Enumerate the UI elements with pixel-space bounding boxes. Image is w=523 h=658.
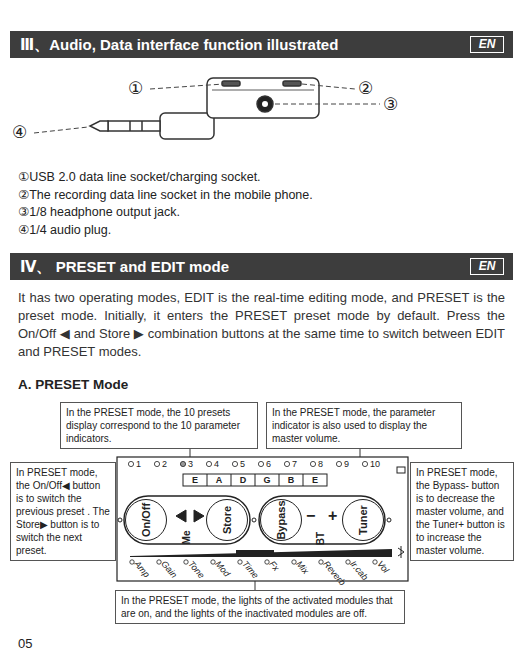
subheading: A. PRESET Mode: [18, 377, 128, 393]
node-text: On/Off: [140, 503, 152, 537]
node-text: Ⅲ、Audio, Data interface function illustr…: [20, 31, 513, 58]
legend-item: ②The recording data line socket in the m…: [18, 188, 313, 203]
callout-box: In the PRESET mode, the parameter indica…: [266, 402, 462, 449]
node-text: Ⅳ、 PRESET and EDIT mode: [20, 253, 513, 280]
button-circle: Tuner: [342, 499, 384, 541]
node-text: Tuner: [357, 505, 369, 535]
callout-box: In PRESET mode, the On/Off◀ button is to…: [10, 462, 116, 561]
panel-mark: Me: [181, 531, 192, 545]
plus-sign: +: [328, 508, 337, 524]
tuning-letter: B: [279, 475, 303, 486]
callout-box: In the PRESET mode, the 10 presets displ…: [60, 402, 258, 449]
node-text: In the PRESET mode, the 10 presets displ…: [66, 406, 252, 445]
module-name: Amp: [132, 559, 152, 580]
node-text: In the PRESET mode, the lights of the ac…: [121, 594, 399, 620]
preset-number: 9: [344, 459, 349, 469]
node-text: EN: [471, 37, 503, 51]
callout-number: ④: [12, 124, 27, 141]
callout-number: ②: [358, 80, 373, 97]
node-text: In the PRESET mode, the parameter indica…: [272, 406, 456, 445]
module-name: Ir.cab: [348, 559, 370, 582]
module-name: Mix: [294, 559, 311, 576]
module-name: Reverb: [321, 559, 347, 588]
button-circle: Store: [206, 499, 248, 541]
callout-box: In the PRESET mode, the lights of the ac…: [115, 590, 405, 624]
node-text: In PRESET mode, the Bypass- button is to…: [416, 466, 508, 557]
tuning-letter: E: [183, 475, 207, 486]
preset-number: 8: [318, 459, 323, 469]
preset-number: 5: [240, 459, 245, 469]
button-circle: Bypass: [260, 499, 302, 541]
module-name: Vol: [375, 559, 391, 575]
preset-number: 2: [162, 459, 167, 469]
tuning-letter: E: [303, 475, 327, 486]
preset-number: 1: [136, 459, 141, 469]
node-text: EN: [471, 259, 503, 273]
legend-item: ④1/4 audio plug.: [18, 223, 111, 238]
preset-number: 10: [370, 459, 380, 469]
body-paragraph: It has two operating modes, EDIT is the …: [18, 289, 505, 361]
preset-number: 6: [266, 459, 271, 469]
control-panel: [117, 457, 408, 581]
callout-number: ①: [128, 80, 143, 97]
node-text: Store: [221, 506, 233, 534]
section-header: Ⅲ、Audio, Data interface function illustr…: [10, 31, 513, 58]
tuning-letter: G: [255, 475, 279, 486]
minus-sign: −: [306, 508, 315, 524]
tuning-letter: D: [231, 475, 255, 486]
callout-box: In PRESET mode, the Bypass- button is to…: [410, 462, 514, 561]
module-name: Time: [240, 559, 260, 581]
section-header: Ⅳ、 PRESET and EDIT modeEN: [10, 253, 513, 280]
callout-leader: [34, 84, 380, 133]
legend-item: ①USB 2.0 data line socket/charging socke…: [18, 170, 261, 185]
callout-number: ③: [383, 96, 398, 113]
device-illustration: [90, 78, 319, 139]
leader-line: [190, 449, 360, 590]
module-name: Gain: [159, 559, 179, 580]
button-circle: On/Off: [125, 499, 167, 541]
tuning-letter: A: [207, 475, 231, 486]
language-badge: EN: [470, 258, 504, 275]
node-text: In PRESET mode, the On/Off◀ button is to…: [16, 466, 110, 557]
legend-item: ③1/8 headphone output jack.: [18, 205, 180, 220]
preset-number: 4: [214, 459, 219, 469]
preset-number: 3: [188, 459, 193, 469]
panel-mark: BT: [315, 532, 326, 545]
language-badge: EN: [470, 36, 504, 53]
node-text: Bypass: [275, 500, 287, 539]
module-name: Tone: [186, 559, 206, 581]
preset-number: 7: [292, 459, 297, 469]
module-name: Mod: [213, 559, 232, 579]
page-number: 05: [18, 636, 32, 651]
